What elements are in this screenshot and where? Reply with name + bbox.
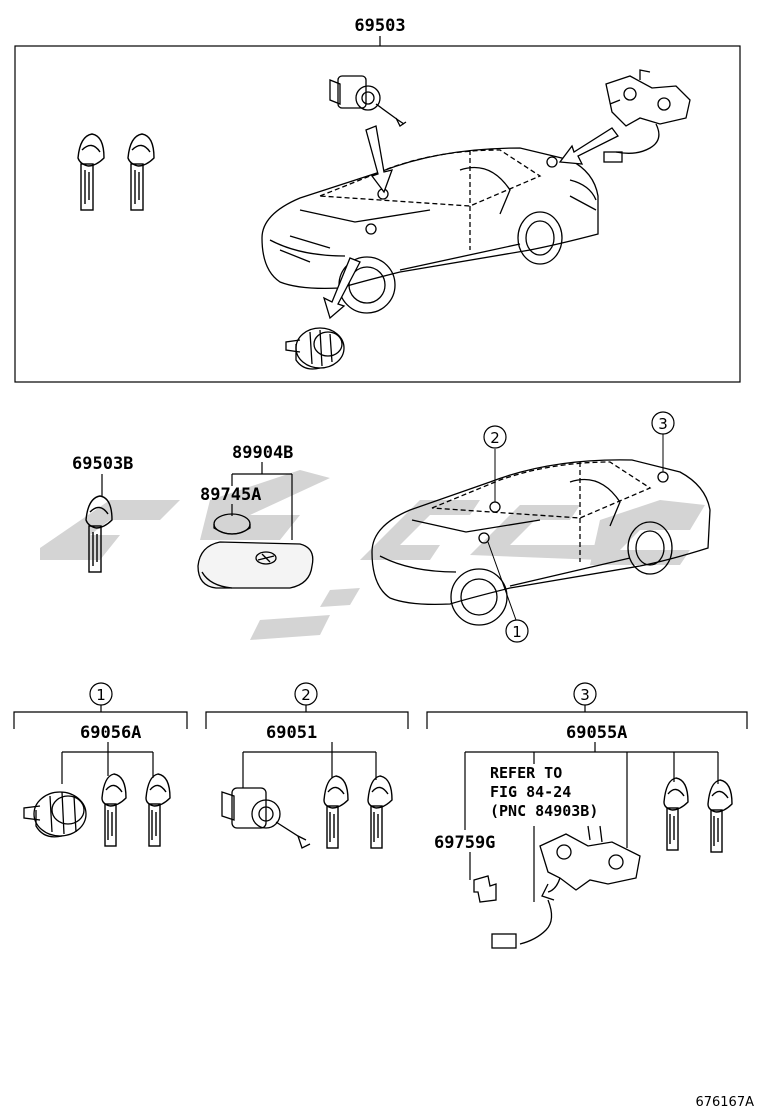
- ignition-cylinder-icon: [285, 327, 345, 370]
- refer-line-3: (PNC 84903B): [490, 802, 598, 820]
- label-bracket-part: 69759G: [434, 833, 495, 853]
- refer-line-2: FIG 84-24: [490, 783, 571, 801]
- label-set-1: 69056A: [80, 723, 141, 743]
- transmitter-icon: [197, 541, 314, 589]
- arrow-icon: [322, 125, 619, 320]
- callout-3: 3: [658, 415, 668, 433]
- watermark-logo: [40, 470, 705, 640]
- label-battery: 89745A: [200, 485, 261, 505]
- door-lock-cylinder-icon: [329, 75, 407, 127]
- key-icon: [663, 777, 733, 853]
- key-icon: [101, 773, 171, 847]
- label-set-3: 69055A: [566, 723, 627, 743]
- set-2-circle: 2: [301, 686, 311, 704]
- refer-line-1: REFER TO: [490, 764, 562, 782]
- key-icon: [85, 495, 113, 573]
- door-lock-cylinder-icon: [221, 787, 311, 849]
- vehicle-illustration: [261, 147, 599, 314]
- label-key-single: 69503B: [72, 454, 133, 474]
- key-icon: [77, 133, 155, 211]
- battery-icon: [213, 513, 251, 535]
- bracket-icon: [473, 875, 497, 903]
- label-set-2: 69051: [266, 723, 317, 743]
- label-kit-main: 69503: [354, 16, 405, 36]
- label-transmitter: 89904B: [232, 443, 293, 463]
- ignition-switch-icon: [603, 69, 691, 163]
- callout-2: 2: [490, 429, 500, 447]
- door-lock-cylinder-icon: [23, 791, 87, 838]
- vehicle-illustration: [371, 434, 711, 626]
- set-1-circle: 1: [96, 686, 106, 704]
- key-icon: [323, 775, 393, 849]
- set-3-circle: 3: [580, 686, 590, 704]
- ignition-switch-icon: [491, 825, 641, 949]
- kit-box: [14, 45, 741, 383]
- figure-id: 676167A: [695, 1095, 754, 1110]
- callout-1: 1: [512, 623, 522, 641]
